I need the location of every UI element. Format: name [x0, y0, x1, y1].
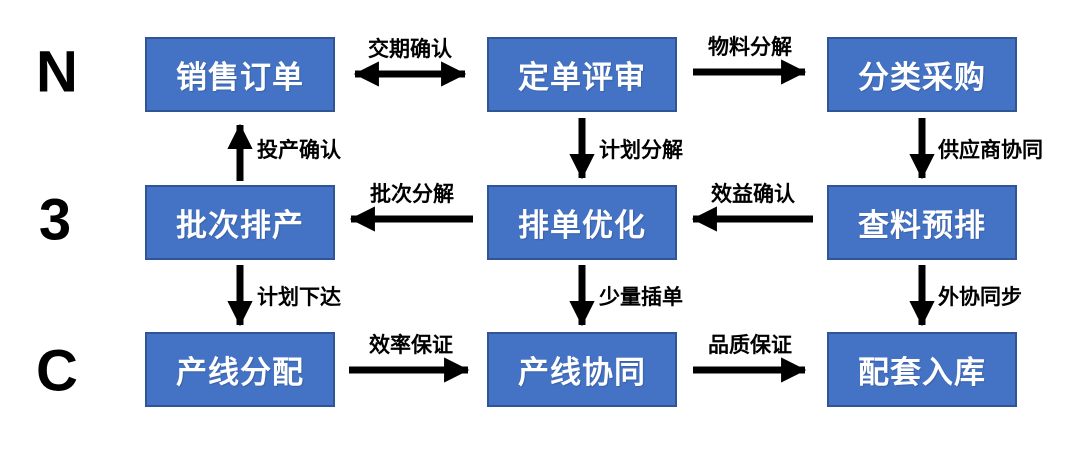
node-material-pre-scheduling: 查料预排: [827, 185, 1017, 260]
edge-label-batch-breakdown: 批次分解: [370, 183, 454, 206]
edge-label-supplier-collaboration: 供应商协同: [938, 139, 1043, 162]
row-label-n: N: [36, 39, 78, 105]
edge-label-efficiency-guarantee: 效率保证: [369, 334, 453, 357]
node-line-collaboration: 产线协同: [487, 332, 677, 407]
node-kitting-warehousing: 配套入库: [827, 332, 1017, 407]
edge-label-plan-release: 计划下达: [257, 286, 341, 309]
edge-label-benefit-confirmation: 效益确认: [711, 183, 795, 206]
edge-label-material-breakdown: 物料分解: [708, 36, 792, 59]
node-schedule-optimization: 排单优化: [487, 185, 677, 260]
node-line-allocation: 产线分配: [145, 332, 335, 407]
edge-label-production-confirmation: 投产确认: [257, 139, 341, 162]
edge-label-quality-guarantee: 品质保证: [708, 334, 792, 357]
edge-label-outsourcing-sync: 外协同步: [938, 286, 1022, 309]
row-label-3: 3: [38, 187, 72, 253]
row-label-c: C: [36, 338, 78, 404]
node-order-review: 定单评审: [487, 37, 677, 112]
edge-label-delivery-confirmation: 交期确认: [368, 38, 452, 61]
edge-label-small-insert-orders: 少量插单: [599, 286, 683, 309]
node-batch-scheduling: 批次排产: [145, 185, 335, 260]
edge-label-plan-breakdown: 计划分解: [599, 139, 683, 162]
node-classified-procurement: 分类采购: [827, 37, 1017, 112]
node-sales-order: 销售订单: [145, 37, 335, 112]
